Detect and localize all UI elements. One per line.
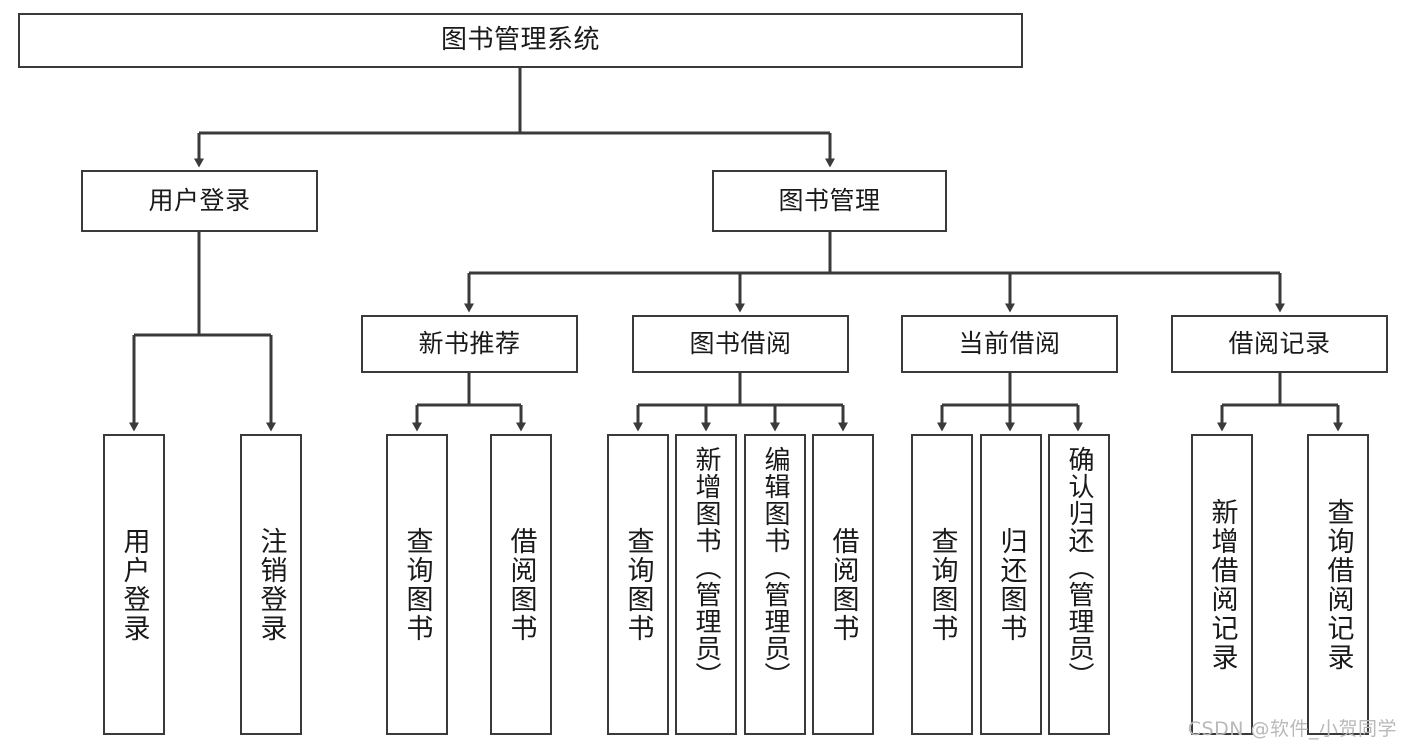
leaf-confirm-return[interactable]: 确认归还（管理员） — [1048, 434, 1110, 735]
leaf-query-borrow-record[interactable]: 查询借阅记录 — [1307, 434, 1369, 735]
node-label: 查询图书 — [622, 526, 654, 643]
node-root-system[interactable]: 图书管理系统 — [18, 13, 1023, 68]
leaf-borrow-book[interactable]: 借阅图书 — [812, 434, 874, 735]
node-label: 借阅图书 — [505, 526, 537, 643]
node-current-borrow[interactable]: 当前借阅 — [901, 315, 1118, 373]
leaf-edit-book[interactable]: 编辑图书（管理员） — [744, 434, 806, 735]
node-label: 图书借阅 — [689, 328, 792, 358]
node-label: 当前借阅 — [958, 328, 1061, 358]
leaf-add-borrow-record[interactable]: 新增借阅记录 — [1191, 434, 1253, 735]
node-new-book-recommend[interactable]: 新书推荐 — [361, 315, 578, 373]
leaf-query-book-borrow[interactable]: 查询图书 — [607, 434, 669, 735]
node-label: 借阅记录 — [1228, 328, 1331, 358]
leaf-logout[interactable]: 注销登录 — [240, 434, 302, 735]
node-label: 新书推荐 — [418, 328, 521, 358]
node-label: 借阅图书 — [827, 526, 859, 643]
leaf-query-book-recommend[interactable]: 查询图书 — [386, 434, 448, 735]
leaf-borrow-book-recommend[interactable]: 借阅图书 — [490, 434, 552, 735]
node-label: 确认归还（管理员） — [1064, 446, 1094, 689]
leaf-query-book-current[interactable]: 查询图书 — [911, 434, 973, 735]
leaf-user-login[interactable]: 用户登录 — [103, 434, 165, 735]
node-label: 新增借阅记录 — [1206, 497, 1238, 672]
node-book-borrow[interactable]: 图书借阅 — [632, 315, 849, 373]
node-label: 图书管理系统 — [440, 24, 600, 55]
node-label: 注销登录 — [255, 526, 287, 643]
leaf-return-book[interactable]: 归还图书 — [980, 434, 1042, 735]
node-label: 查询图书 — [401, 526, 433, 643]
node-label: 用户登录 — [118, 526, 150, 643]
node-label: 图书管理 — [778, 185, 881, 215]
node-label: 新增图书（管理员） — [691, 446, 721, 689]
node-borrow-record[interactable]: 借阅记录 — [1171, 315, 1388, 373]
leaf-add-book[interactable]: 新增图书（管理员） — [675, 434, 737, 735]
node-label: 查询图书 — [926, 526, 958, 643]
node-label: 归还图书 — [995, 526, 1027, 643]
node-label: 用户登录 — [148, 185, 251, 215]
csdn-watermark: CSDN @软件_小贺同学 — [1187, 718, 1397, 740]
node-book-manage[interactable]: 图书管理 — [712, 170, 947, 232]
node-label: 编辑图书（管理员） — [760, 446, 790, 689]
node-user-login[interactable]: 用户登录 — [81, 170, 318, 232]
node-label: 查询借阅记录 — [1322, 497, 1354, 672]
